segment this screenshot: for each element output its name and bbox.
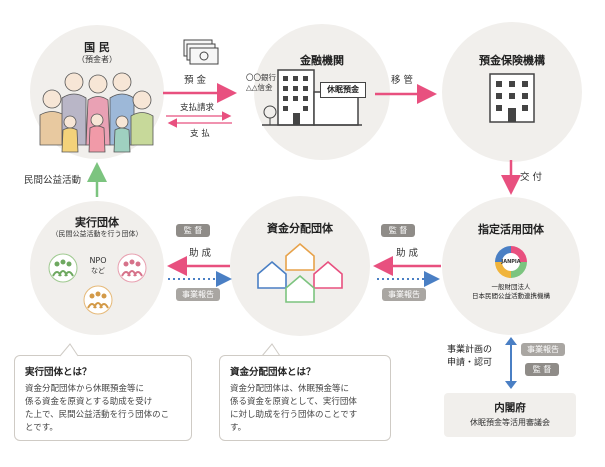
supervise-tag-right: 監 督 [381,224,415,237]
implementing-circle [30,201,164,335]
citizens-title: 国 民 [84,41,110,54]
money-icon [183,39,219,65]
npo-label-line-1: NPO [89,256,107,265]
subsidy-label-left: 助 成 [189,248,212,259]
cabinet-link-down-head [505,381,517,389]
janpia-logo-text: JANPIA [501,259,521,265]
civic-activity-label: 民間公益活動 [24,175,82,186]
plan-approval-line-2: 申請・認可 [447,358,493,368]
designated-org-caption: 一般財団法人 日本民間公益活動連携機構 [456,283,566,301]
fund-info-line-2: 係る資金を原資として、実行団体 [230,397,357,407]
transfer-label: 移 管 [391,75,414,86]
cabinet-box: 内閣府 休眠預金等活用審議会 [444,393,576,437]
fund-info-line-1: 資金分配団体は、休眠預金等に [230,384,350,394]
implementing-info-line-2: 係る資金を原資とする助成を受け [25,397,153,407]
fund-info-box: 資金分配団体とは？ 資金分配団体は、休眠預金等に 係る資金を原資として、実行団体… [219,355,391,441]
designated-caption-line-1: 一般財団法人 [491,283,531,291]
designated-caption-line-2: 日本民間公益活動連携機構 [472,292,550,300]
payment-request-label: 支払請求 [180,103,215,113]
houses-icon [257,242,343,303]
dormant-deposit-badge: 休眠預金 [320,82,366,98]
subsidy-label-right: 助 成 [396,248,419,259]
family-illustration [39,72,154,153]
report-tag-left: 事業報告 [176,288,220,301]
bank-name-1: 〇〇銀行 [246,73,276,82]
implementing-info-box: 実行団体とは？ 資金分配団体から休眠預金等に 係る資金を原資とする助成を受け た… [14,355,192,441]
fund-info-line-3: に対し助成を行う団体のことです [230,410,358,420]
supervise-tag-left: 監 督 [176,224,210,237]
report-tag-right: 事業報告 [382,288,426,301]
supervise-tag-cabinet: 監 督 [525,363,559,376]
implementing-info-line-3: た上で、民間公益活動を行う団体のこ [25,410,170,420]
grant-label: 交 付 [520,172,543,183]
cabinet-title: 内閣府 [494,402,526,414]
fund-info-title: 資金分配団体とは？ [230,367,316,378]
financial-title: 金融機関 [300,54,344,67]
designated-org-title: 指定活用団体 [478,223,544,236]
fund-info-line-4: す。 [230,423,247,433]
cabinet-link-up-head [505,337,517,345]
cabinet-subtitle: 休眠預金等活用審議会 [470,418,550,427]
implementing-info-line-4: とです。 [25,423,58,433]
report-tag-cabinet: 事業報告 [521,343,565,356]
npo-label-line-2: など [91,267,105,275]
janpia-logo-icon [495,246,527,278]
implementing-org-title: 実行団体 [75,216,119,229]
npo-label: NPO など [84,256,112,276]
citizens-subtitle: （預金者） [77,55,117,64]
insurance-building-icon [489,73,535,123]
bank-names: 〇〇銀行 △△信金 [246,73,276,93]
plan-approval-line-1: 事業計画の [447,345,493,355]
fund-org-title: 資金分配団体 [267,222,333,235]
implementing-info-line-1: 資金分配団体から休眠預金等に [25,384,145,394]
bank-name-2: △△信金 [246,83,273,92]
plan-approval-label: 事業計画の 申請・認可 [447,344,492,370]
implementing-org-subtitle: （民間公益活動を行う団体） [51,230,143,238]
npo-group-icon [48,253,147,315]
payment-label: 支 払 [190,129,210,139]
implementing-info-title: 実行団体とは？ [25,367,92,378]
deposit-label: 預 金 [184,75,207,86]
deposit-insurance-title: 預金保険機構 [479,54,545,67]
